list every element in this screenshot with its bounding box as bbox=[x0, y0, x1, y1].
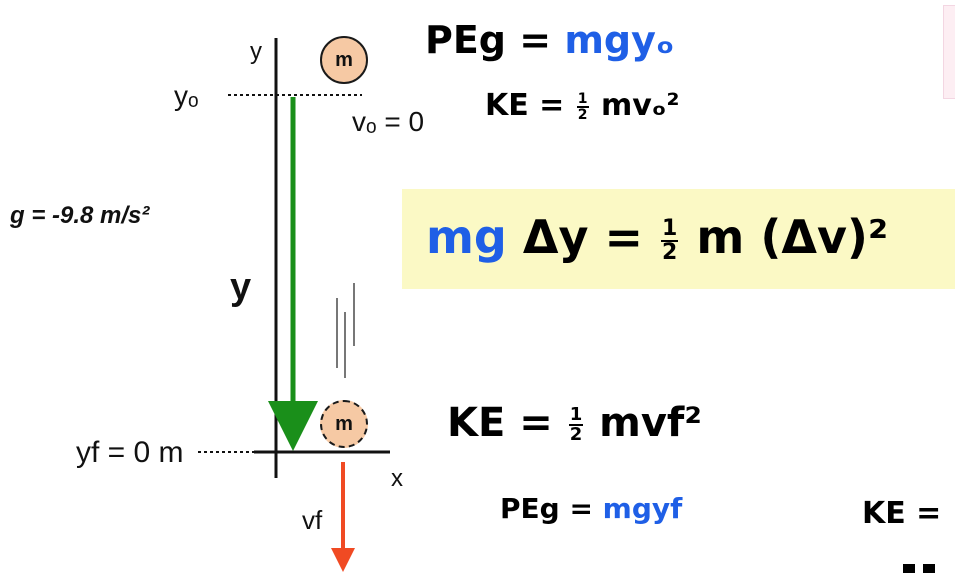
mass-top: m bbox=[320, 36, 368, 84]
main-num: 1 bbox=[661, 215, 679, 242]
mass-bottom: m bbox=[320, 400, 368, 448]
pe-bottom-lhs: PEg = bbox=[500, 492, 593, 525]
axis-y-label: y bbox=[250, 38, 262, 65]
pe-bottom-rhs: mgyf bbox=[602, 492, 683, 525]
ke-top-equation: KE = 1 2 mvₒ² bbox=[485, 88, 680, 123]
pink-box bbox=[943, 5, 955, 99]
ke-bottom-den: 2 bbox=[569, 424, 583, 445]
main-equation: mg Δy = 1 2 m (Δv)² bbox=[426, 210, 888, 264]
y0-label: yₒ bbox=[174, 80, 199, 111]
main-equals: = bbox=[604, 210, 644, 264]
pe-bottom-equation: PEg = mgyf bbox=[500, 492, 682, 525]
pe-top-equation: PEg = mgyₒ bbox=[425, 18, 674, 62]
pe-top-lhs: PEg = bbox=[425, 18, 552, 62]
main-rest: m (Δv)² bbox=[696, 210, 889, 264]
ke-top-den: 2 bbox=[577, 106, 588, 123]
axis-x-label: x bbox=[391, 465, 403, 492]
main-equation-box bbox=[402, 189, 955, 289]
ke-bottom-equation: KE = 1 2 mvf² bbox=[447, 400, 702, 446]
ke-top-fraction: 1 2 bbox=[576, 90, 589, 123]
ke-bottom-rest: mvf² bbox=[599, 400, 702, 446]
ke-bottom-num: 1 bbox=[568, 404, 584, 426]
ke-cut-equation: KE = bbox=[862, 496, 942, 531]
main-den: 2 bbox=[662, 239, 678, 265]
v0-label: vₒ = 0 bbox=[352, 106, 425, 137]
ke-top-num: 1 bbox=[576, 90, 589, 108]
ke-bottom-lhs: KE = bbox=[447, 400, 553, 446]
yf-label: yf = 0 m bbox=[76, 436, 184, 469]
ke-top-rest: mvₒ² bbox=[600, 88, 680, 123]
main-delta-y: Δy bbox=[522, 210, 589, 264]
vf-label: vf bbox=[302, 505, 323, 535]
main-fraction: 1 2 bbox=[661, 215, 679, 265]
ke-bottom-fraction: 1 2 bbox=[568, 404, 584, 445]
cut-glyph-fragment bbox=[903, 560, 955, 573]
height-label: y bbox=[230, 266, 252, 308]
ke-top-lhs: KE = bbox=[485, 88, 565, 123]
gravity-label: g = -9.8 m/s² bbox=[10, 202, 150, 229]
pe-top-rhs: mgyₒ bbox=[564, 18, 675, 62]
main-mg: mg bbox=[426, 210, 507, 264]
